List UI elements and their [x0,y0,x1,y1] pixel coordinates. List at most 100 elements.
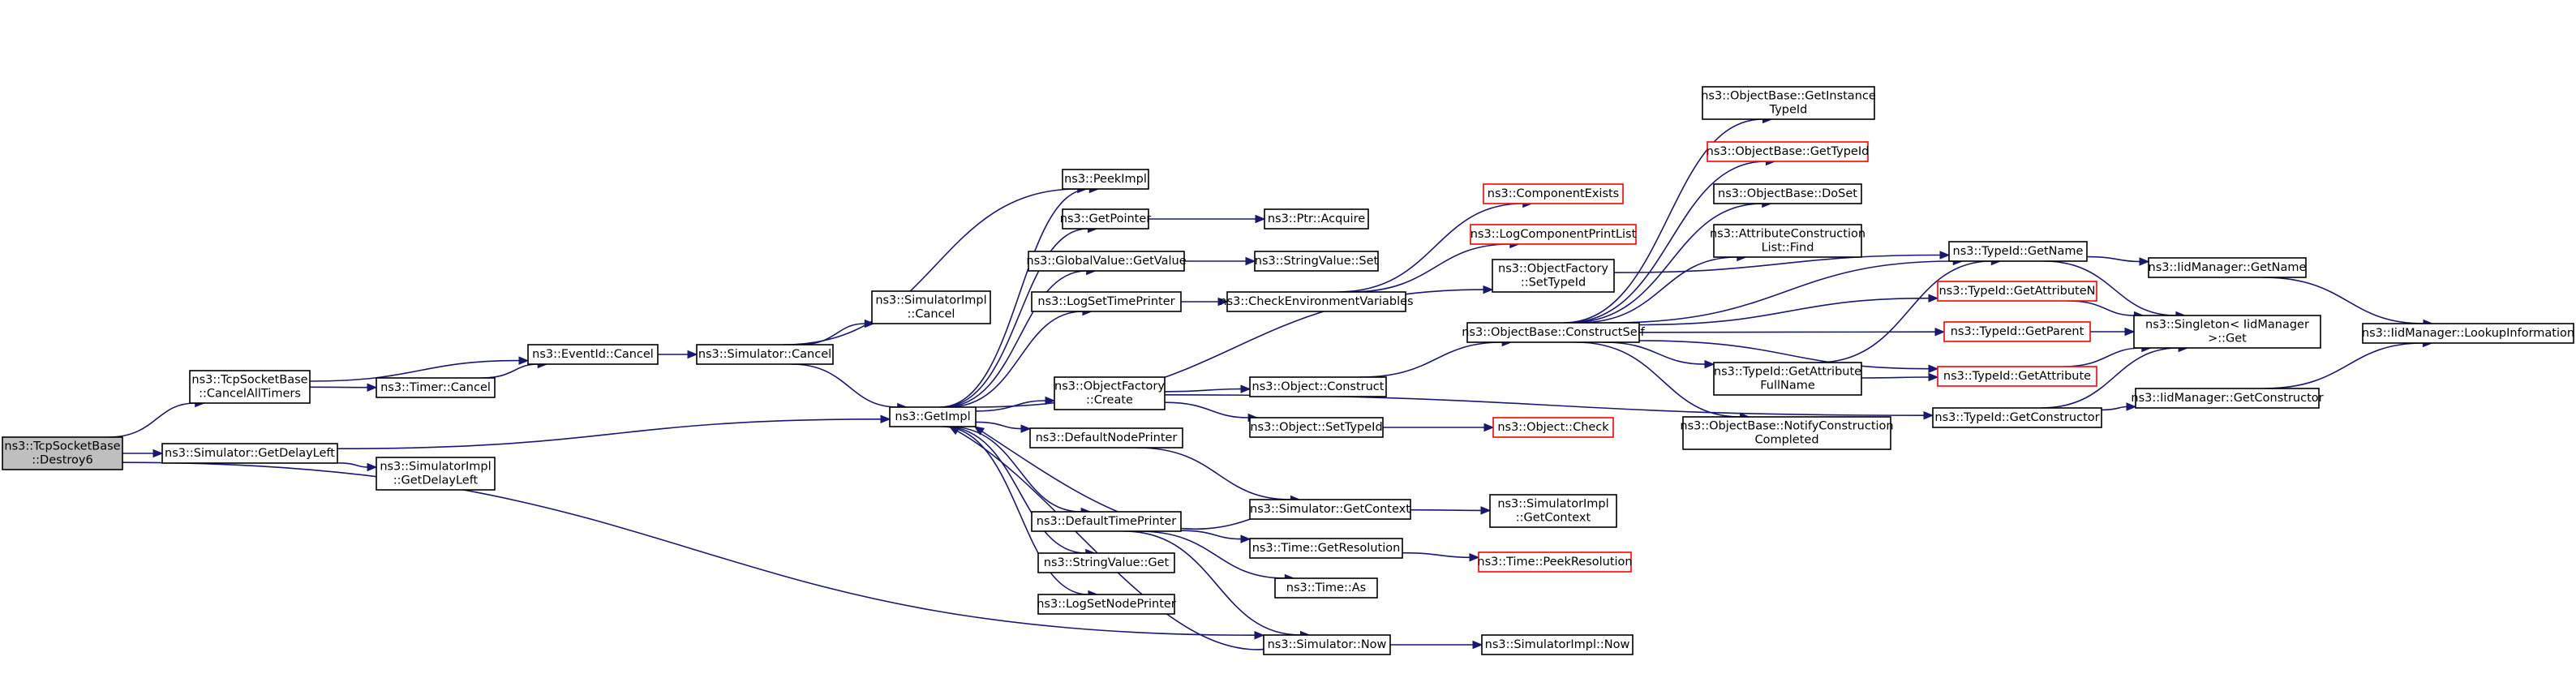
node-simImplCancel[interactable]: ns3::SimulatorImpl::Cancel [871,290,991,324]
node-logSetNodePrinter[interactable]: ns3::LogSetNodePrinter [1037,594,1176,615]
node-label: ns3::ObjectFactory [1054,380,1165,393]
node-checkEnvVars[interactable]: ns3::CheckEnvironmentVariables [1219,291,1414,312]
node-getImpl[interactable]: ns3::GetImpl [889,406,977,427]
node-iidManagerGetConstructor[interactable]: ns3::IidManager::GetConstructor [2131,388,2324,409]
node-box [1492,417,1614,438]
node-globalValueGetValue[interactable]: ns3::GlobalValue::GetValue [1026,251,1187,272]
node-box [1483,183,1624,204]
edge-arrowhead [880,414,891,424]
node-objectSetTypeId[interactable]: ns3::Object::SetTypeId [1249,417,1384,438]
node-box [376,457,496,491]
edge-typeIdGetName-to-iidManagerGetName [2086,255,2150,266]
node-label: ns3::Ptr::Acquire [1268,212,1365,225]
node-timeAs[interactable]: ns3::Time::As [1274,577,1378,599]
edge-line [791,363,898,408]
node-label: ns3::LogSetNodePrinter [1037,598,1176,611]
node-singletonGet[interactable]: ns3::Singleton< IidManager >::Get [2133,315,2321,349]
node-simImplGetDelayLeft[interactable]: ns3::SimulatorImpl::GetDelayLeft [376,457,496,491]
node-label: ns3::ObjectBase::GetTypeId [1707,145,1870,158]
edge-constructSelf-to-typeIdGetName [1608,256,1964,324]
node-constructSelf[interactable]: ns3::ObjectBase::ConstructSelf [1462,322,1646,343]
edge-line [1565,161,1767,324]
edge-typeIdGetParent-to-singletonGet [2090,327,2136,337]
node-simulatorGetContext[interactable]: ns3::Simulator::GetContext [1249,499,1411,520]
node-peekImpl[interactable]: ns3::PeekImpl [1062,169,1149,190]
node-getPointer[interactable]: ns3::GetPointer [1060,208,1152,230]
node-iidManagerGetName[interactable]: ns3::IidManager::GetName [2148,257,2307,278]
edge-line [1180,530,1242,540]
edge-objectFactoryCreate-to-objectConstruct [1164,384,1252,393]
node-notifyConstructionCompleted[interactable]: ns3::ObjectBase::NotifyConstructionCompl… [1680,416,1894,450]
node-box [1707,141,1869,162]
node-box [1682,416,1891,450]
node-box [1031,511,1182,532]
node-label: ns3::Time::PeekResolution [1477,556,1632,569]
node-typeIdGetAttribute[interactable]: ns3::TypeId::GetAttribute [1937,366,2097,387]
edge-line [2086,255,2140,263]
node-label: ns3::Object::Check [1497,421,1609,434]
node-box [1226,291,1406,312]
node-cancelAllTimers[interactable]: ns3::TcpSocketBase::CancelAllTimers [189,370,311,404]
node-timeGetResolution[interactable]: ns3::Time::GetResolution [1249,538,1403,559]
node-simImplGetContext[interactable]: ns3::SimulatorImpl::GetContext [1489,494,1617,528]
edge-objectConstruct-to-constructSelf [1359,337,1513,378]
edge-typeIdGetAttributeN-to-singletonGet [2067,300,2145,320]
node-componentExists[interactable]: ns3::ComponentExists [1483,183,1624,204]
node-logComponentPrintList[interactable]: ns3::LogComponentPrintList [1470,224,1637,245]
edge-arrowhead [1255,214,1266,224]
node-stringValueSet[interactable]: ns3::StringValue::Set [1254,251,1379,272]
node-defaultTimePrinter[interactable]: ns3::DefaultTimePrinter [1031,511,1182,532]
node-label: ns3::ObjectFactory [1498,263,1608,276]
node-label: ns3::Simulator::Now [1268,638,1387,651]
node-typeIdGetParent[interactable]: ns3::TypeId::GetParent [1943,321,2091,342]
node-box [1062,169,1149,190]
edge-line [1164,401,1249,418]
edge-arrowhead [973,426,985,436]
edge-line [948,426,1082,513]
node-objectFactorySetTypeId[interactable]: ns3::ObjectFactory::SetTypeId [1492,259,1615,293]
edge-line [939,188,1090,408]
node-objectBaseDoSet[interactable]: ns3::ObjectBase::DoSet [1713,183,1862,204]
node-box [696,344,834,365]
edge-line [2041,347,2179,409]
nodes-layer: ns3::TcpSocketBase::Destroy6 ns3::TcpSock… [2,86,2574,655]
edge-line [944,426,1086,554]
edge-arrowhead [1704,359,1715,369]
node-objectCheck[interactable]: ns3::Object::Check [1492,417,1614,438]
node-lookupInformation[interactable]: ns3::IidManager::LookupInformation [2362,323,2574,344]
node-typeIdGetName[interactable]: ns3::TypeId::GetName [1948,241,2088,262]
edge-line [2043,260,2176,316]
node-stringValueGet[interactable]: ns3::StringValue::Get [1037,552,1175,573]
node-objectConstruct[interactable]: ns3::Object::Construct [1249,376,1387,397]
edge-typeIdGetAttributeFullName-to-typeIdGetAttribute [1861,372,1939,382]
edge-arrowhead [1483,285,1494,294]
node-logSetTimePrinter[interactable]: ns3::LogSetTimePrinter [1031,291,1182,312]
node-timePeekResolution[interactable]: ns3::Time::PeekResolution [1477,552,1633,573]
node-typeIdGetConstructor[interactable]: ns3::TypeId::GetConstructor [1932,407,2102,428]
edge-arrowhead [367,462,378,472]
edge-line [1136,447,1291,500]
edge-line [481,363,539,379]
node-box [1932,407,2102,428]
node-label: ns3::TypeId::GetAttribute [1943,370,2091,383]
edge-arrowhead [1240,384,1252,393]
node-box [1713,183,1862,204]
edge-cancelAllTimers-to-eventIdCancel [309,356,530,382]
node-objectFactoryCreate[interactable]: ns3::ObjectFactory::Create [1054,376,1166,410]
node-getDelayLeft[interactable]: ns3::Simulator::GetDelayLeft [161,443,338,464]
node-objectBaseGetTypeId[interactable]: ns3::ObjectBase::GetTypeId [1707,141,1870,162]
node-label: ns3::EventId::Cancel [532,348,654,361]
node-destroy6[interactable]: ns3::TcpSocketBase::Destroy6 [2,436,123,470]
edge-arrowhead [1217,297,1229,307]
node-simulatorNow[interactable]: ns3::Simulator::Now [1263,634,1391,655]
node-simImplNow[interactable]: ns3::SimulatorImpl::Now [1481,634,1634,655]
node-defaultNodePrinter[interactable]: ns3::DefaultNodePrinter [1029,427,1183,449]
node-simulatorCancel[interactable]: ns3::Simulator::Cancel [696,344,834,365]
node-timerCancel[interactable]: ns3::Timer::Cancel [376,377,496,398]
node-eventIdCancel[interactable]: ns3::EventId::Cancel [527,344,659,365]
node-typeIdGetAttributeN[interactable]: ns3::TypeId::GetAttributeN [1937,281,2097,302]
node-ptrAcquire[interactable]: ns3::Ptr::Acquire [1264,208,1369,230]
